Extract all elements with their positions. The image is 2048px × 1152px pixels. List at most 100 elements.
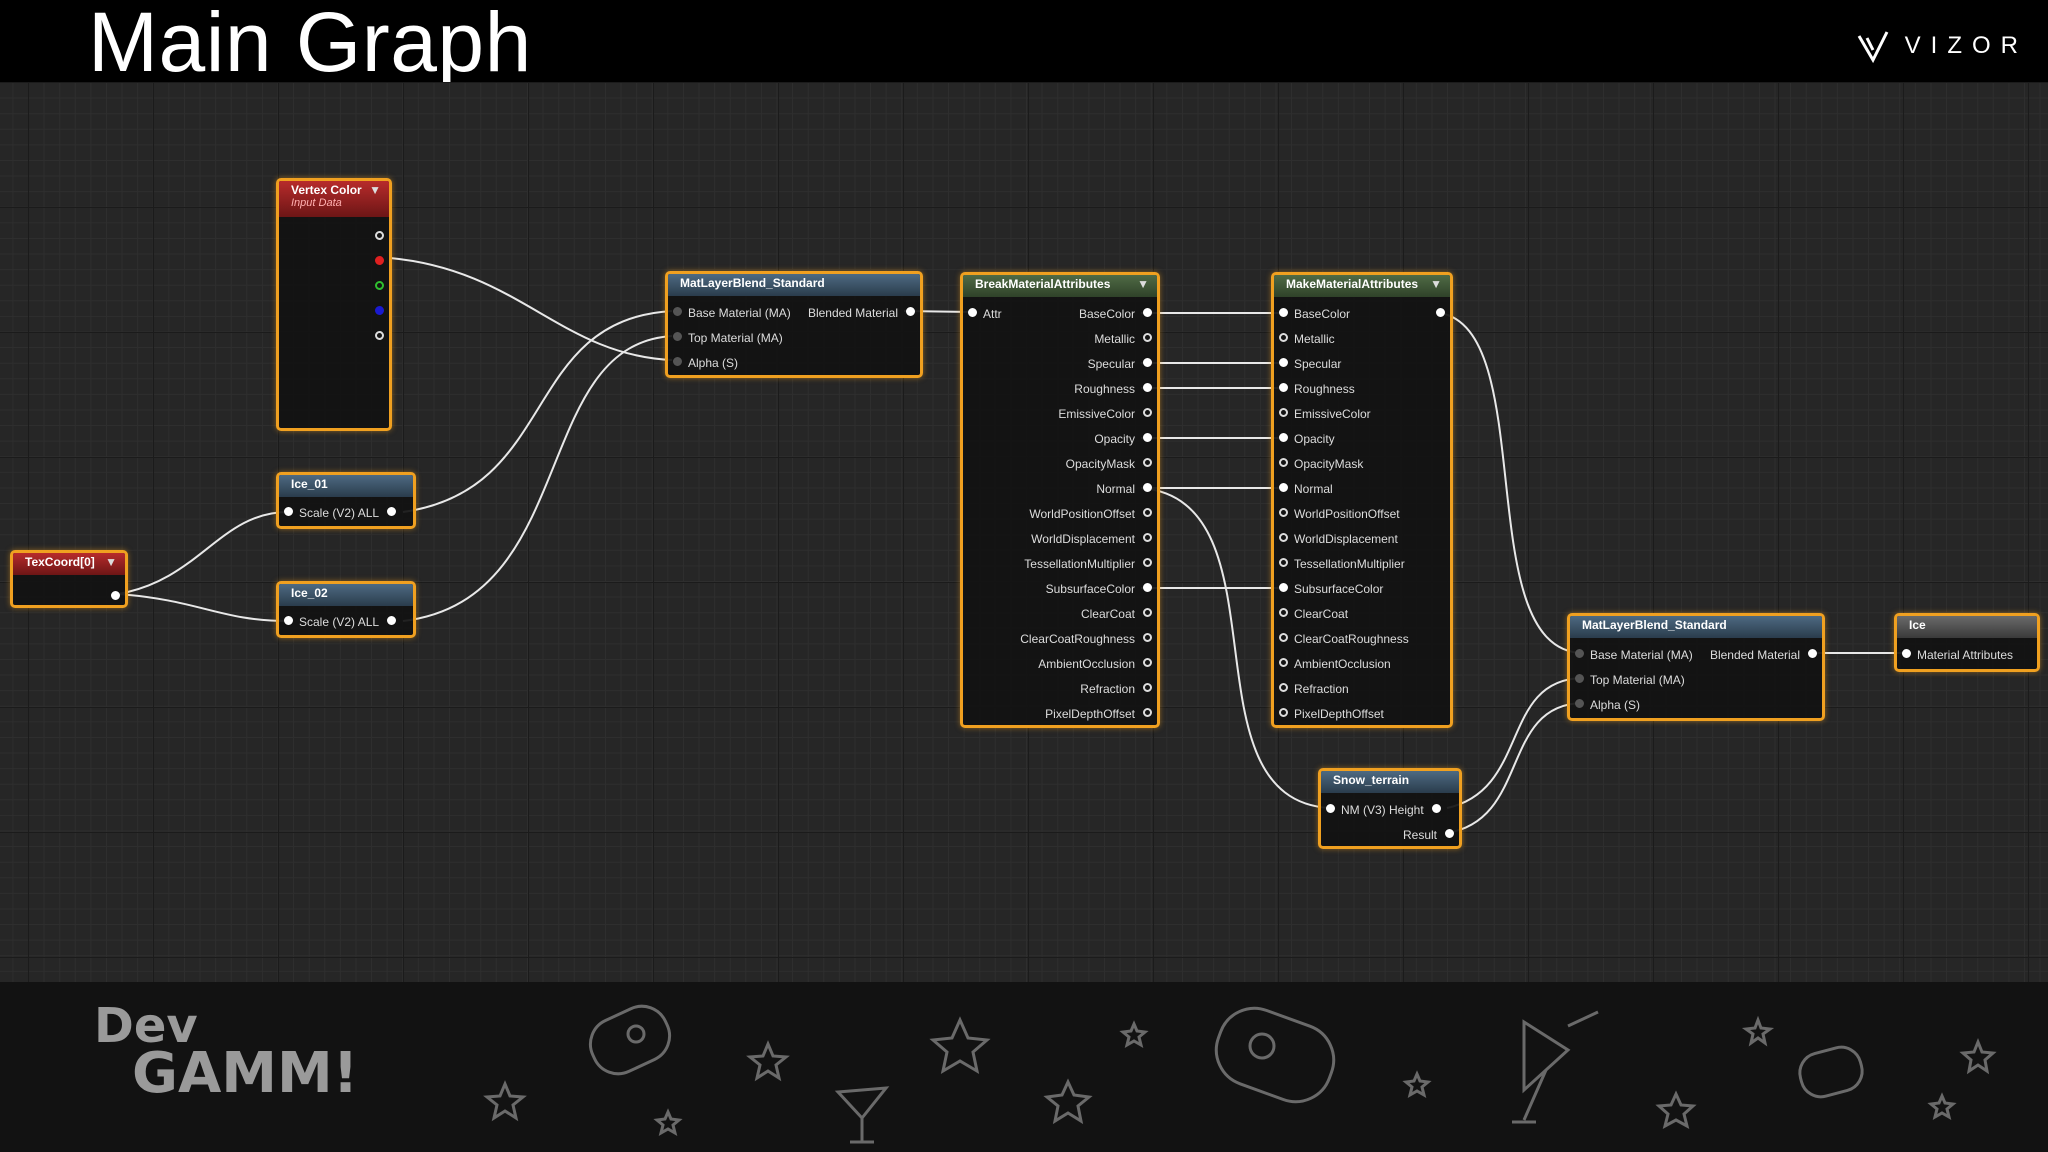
star-icon <box>1119 1020 1149 1049</box>
output-pin-uv[interactable] <box>103 590 125 604</box>
input-pin-clearcoatroughness[interactable]: ClearCoatRoughness <box>1274 632 1409 646</box>
input-pin-metallic[interactable]: Metallic <box>1274 332 1335 346</box>
node-title: Ice_02 <box>291 586 328 600</box>
output-pin-clearcoatroughness[interactable]: ClearCoatRoughness <box>1020 632 1157 646</box>
vertex-color-node[interactable]: Vertex Color Input Data ▼ <box>276 178 392 431</box>
pin-blended-material[interactable]: Blended Material <box>1710 648 1822 662</box>
output-pin-refraction[interactable]: Refraction <box>1080 682 1157 696</box>
pin-scale[interactable]: Scale (V2) ALL <box>279 506 401 520</box>
pin-base-material[interactable]: Base Material (MA) <box>668 306 791 320</box>
output-pin-a[interactable] <box>367 330 389 344</box>
output-pin-worldpositionoffset[interactable]: WorldPositionOffset <box>1029 507 1157 521</box>
cocktail-glass-icon <box>834 1086 890 1144</box>
matlayerblend-node-2[interactable]: MatLayerBlend_Standard Base Material (MA… <box>1567 613 1825 721</box>
output-pin-clearcoat[interactable]: ClearCoat <box>1081 607 1157 621</box>
pin-label: Base Material (MA) <box>1590 648 1693 662</box>
pin-label: Specular <box>1294 357 1342 371</box>
pin-alpha[interactable]: Alpha (S) <box>1570 698 1640 712</box>
output-pin-roughness[interactable]: Roughness <box>1074 382 1157 396</box>
break-material-attributes-node[interactable]: BreakMaterialAttributes ▼ Attr BaseColor… <box>960 272 1160 728</box>
pin-label: ClearCoat <box>1294 607 1349 621</box>
pin-blended-material[interactable]: Blended Material <box>808 306 920 320</box>
pin-label: TessellationMultiplier <box>1294 557 1405 571</box>
input-pin-opacity[interactable]: Opacity <box>1274 432 1335 446</box>
output-pin-opacity[interactable]: Opacity <box>1094 432 1157 446</box>
output-pin-tessellationmultiplier[interactable]: TessellationMultiplier <box>1024 557 1157 571</box>
input-pin-basecolor[interactable]: BaseColor <box>1274 307 1350 321</box>
snow-terrain-node[interactable]: Snow_terrain NM (V3) Height Result <box>1318 768 1462 849</box>
input-pin-specular[interactable]: Specular <box>1274 357 1341 371</box>
output-pin-normal[interactable]: Normal <box>1096 482 1157 496</box>
pin-result[interactable]: Result <box>1403 828 1459 842</box>
output-pin-basecolor[interactable]: BaseColor <box>1079 307 1157 321</box>
brand-text: VIZOR <box>1904 32 2028 59</box>
output-pin-ambientocclusion[interactable]: AmbientOcclusion <box>1038 657 1157 671</box>
output-pin-opacitymask[interactable]: OpacityMask <box>1066 457 1157 471</box>
pin-attr[interactable]: Attr <box>963 307 1002 321</box>
pin-label: Alpha (S) <box>1590 698 1641 712</box>
pin-label: ClearCoatRoughness <box>1020 632 1135 646</box>
input-pin-worldpositionoffset[interactable]: WorldPositionOffset <box>1274 507 1400 521</box>
output-pin-g[interactable] <box>367 280 389 294</box>
gamepad-icon <box>1798 1045 1864 1099</box>
input-pin-clearcoat[interactable]: ClearCoat <box>1274 607 1348 621</box>
node-graph-canvas[interactable]: Vertex Color Input Data ▼ TexCoord[0] ▼ … <box>0 82 2048 982</box>
output-pin-subsurfacecolor[interactable]: SubsurfaceColor <box>1046 582 1157 596</box>
pin-label: PixelDepthOffset <box>1294 707 1384 721</box>
node-title: Snow_terrain <box>1333 773 1410 787</box>
pin-label: OpacityMask <box>1065 457 1135 471</box>
pin-top-material[interactable]: Top Material (MA) <box>668 331 783 345</box>
pin-top-material[interactable]: Top Material (MA) <box>1570 673 1685 687</box>
dropdown-arrow-icon[interactable]: ▼ <box>1137 277 1149 291</box>
pin-label: WorldPositionOffset <box>1029 507 1135 521</box>
pin-nm-height[interactable]: NM (V3) Height <box>1321 803 1446 817</box>
dropdown-arrow-icon[interactable]: ▼ <box>369 183 381 197</box>
wire-ice02-topmaterial <box>402 335 673 622</box>
output-pin-worlddisplacement[interactable]: WorldDisplacement <box>1031 532 1157 546</box>
output-pin-b[interactable] <box>367 305 389 319</box>
wire-snow-top <box>1446 677 1583 809</box>
pin-alpha[interactable]: Alpha (S) <box>668 356 738 370</box>
cocktail-glass-icon <box>1512 1010 1599 1124</box>
input-pin-roughness[interactable]: Roughness <box>1274 382 1355 396</box>
output-pin-r[interactable] <box>367 255 389 269</box>
output-pin-emissivecolor[interactable]: EmissiveColor <box>1058 407 1157 421</box>
pin-label: Metallic <box>1294 332 1335 346</box>
wire-vertexcolor-alpha <box>389 257 673 361</box>
input-pin-normal[interactable]: Normal <box>1274 482 1333 496</box>
pin-base-material[interactable]: Base Material (MA) <box>1570 648 1693 662</box>
input-pin-worlddisplacement[interactable]: WorldDisplacement <box>1274 532 1398 546</box>
dropdown-arrow-icon[interactable]: ▼ <box>1430 277 1442 291</box>
pin-label: Top Material (MA) <box>688 331 783 345</box>
gamepad-icon <box>1214 1006 1336 1104</box>
input-pin-ambientocclusion[interactable]: AmbientOcclusion <box>1274 657 1391 671</box>
dropdown-arrow-icon[interactable]: ▼ <box>105 555 117 569</box>
input-pin-tessellationmultiplier[interactable]: TessellationMultiplier <box>1274 557 1405 571</box>
pin-label: WorldDisplacement <box>1031 532 1135 546</box>
output-pin-metallic[interactable]: Metallic <box>1094 332 1157 346</box>
matlayerblend-node-1[interactable]: MatLayerBlend_Standard Base Material (MA… <box>665 271 923 378</box>
texcoord-node[interactable]: TexCoord[0] ▼ <box>10 550 128 608</box>
input-pin-emissivecolor[interactable]: EmissiveColor <box>1274 407 1371 421</box>
star-icon <box>746 1040 790 1082</box>
pin-material-attributes[interactable]: Material Attributes <box>1897 648 2013 662</box>
output-pin-pixeldepthoffset[interactable]: PixelDepthOffset <box>1045 707 1157 721</box>
pin-label: EmissiveColor <box>1058 407 1135 421</box>
pin-scale[interactable]: Scale (V2) ALL <box>279 615 401 629</box>
output-pin-rgb[interactable] <box>367 230 389 244</box>
pin-label: Refraction <box>1080 682 1135 696</box>
wire-texcoord-ice02 <box>117 593 289 622</box>
input-pin-subsurfacecolor[interactable]: SubsurfaceColor <box>1274 582 1383 596</box>
input-pin-opacitymask[interactable]: OpacityMask <box>1274 457 1363 471</box>
input-pin-pixeldepthoffset[interactable]: PixelDepthOffset <box>1274 707 1384 721</box>
pin-output[interactable] <box>1428 307 1450 321</box>
ice-01-node[interactable]: Ice_01 Scale (V2) ALL <box>276 472 416 529</box>
star-icon <box>929 1016 991 1075</box>
output-pin-specular[interactable]: Specular <box>1088 357 1157 371</box>
gamepad-icon <box>588 1004 672 1076</box>
ice-output-node[interactable]: Ice Material Attributes <box>1894 613 2040 672</box>
pin-label: TessellationMultiplier <box>1024 557 1135 571</box>
ice-02-node[interactable]: Ice_02 Scale (V2) ALL <box>276 581 416 638</box>
input-pin-refraction[interactable]: Refraction <box>1274 682 1349 696</box>
